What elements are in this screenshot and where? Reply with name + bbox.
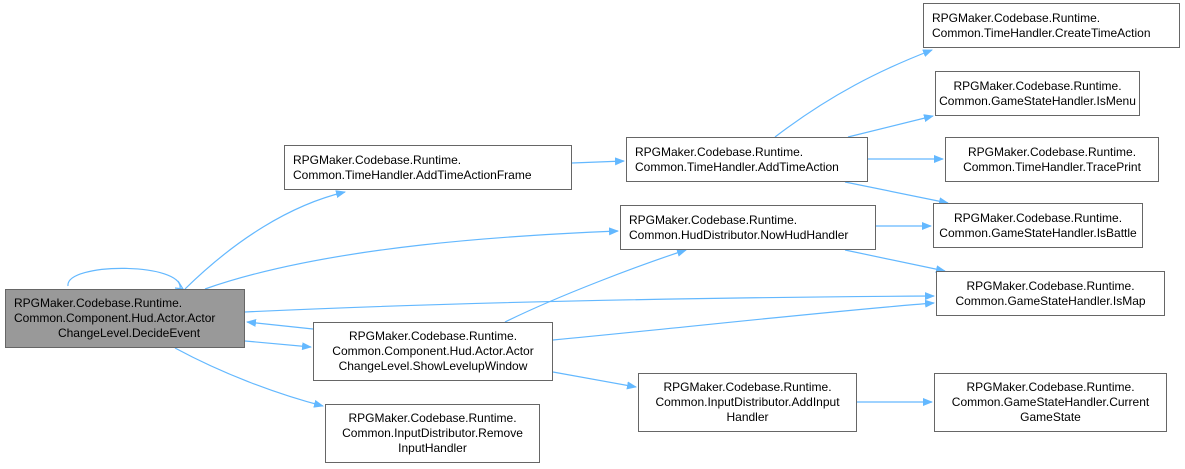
node-line: RPGMaker.Codebase.Runtime. <box>629 212 798 227</box>
node-line: RPGMaker.Codebase.Runtime. <box>663 380 832 394</box>
node-line: InputHandler <box>398 441 467 455</box>
edge-nowhud-to-ismap <box>844 249 946 274</box>
node-line: Handler <box>726 410 769 424</box>
node-add-time-action-frame[interactable]: RPGMaker.Codebase.Runtime. Common.TimeHa… <box>284 145 572 190</box>
node-trace-print[interactable]: RPGMaker.Codebase.Runtime. Common.TimeHa… <box>945 137 1159 182</box>
edge-decide-to-addframe <box>184 190 346 290</box>
edge-addaction-to-create <box>774 49 933 138</box>
node-create-time-action[interactable]: RPGMaker.Codebase.Runtime. Common.TimeHa… <box>923 3 1180 48</box>
node-current-game-state[interactable]: RPGMaker.Codebase.Runtime. Common.GameSt… <box>934 373 1167 432</box>
node-line: Common.TimeHandler.AddTimeAction <box>635 159 839 174</box>
node-is-battle[interactable]: RPGMaker.Codebase.Runtime. Common.GameSt… <box>933 203 1143 248</box>
node-line: RPGMaker.Codebase.Runtime. <box>953 78 1122 93</box>
node-line: Common.TimeHandler.TracePrint <box>963 159 1141 174</box>
node-line: RPGMaker.Codebase.Runtime. <box>348 329 518 343</box>
node-line: RPGMaker.Codebase.Runtime. <box>932 10 1101 25</box>
edge-decide-to-nowhud <box>204 227 619 290</box>
node-now-hud-handler[interactable]: RPGMaker.Codebase.Runtime. Common.HudDis… <box>620 205 876 250</box>
node-add-time-action[interactable]: RPGMaker.Codebase.Runtime. Common.TimeHa… <box>626 137 868 182</box>
node-line: RPGMaker.Codebase.Runtime. <box>293 152 462 167</box>
edge-decide-to-removeinput <box>174 347 324 408</box>
edge-addaction-to-ismenu <box>847 114 934 138</box>
node-line: Common.GameStateHandler.IsMenu <box>939 93 1136 108</box>
edge-addframe-to-addaction <box>571 157 625 166</box>
edge-showlevel-to-nowhud <box>504 248 687 323</box>
node-line: Common.TimeHandler.CreateTimeAction <box>932 25 1151 40</box>
node-line: Common.InputDistributor.AddInput <box>655 395 840 409</box>
node-line: ChangeLevel.DecideEvent <box>57 326 201 340</box>
edge-showlevel-to-addinput <box>552 371 637 390</box>
node-line: Common.Component.Hud.Actor.Actor <box>332 344 534 358</box>
edge-decide-to-decide <box>67 267 185 290</box>
node-line: Common.Component.Hud.Actor.Actor <box>14 311 216 325</box>
node-line: Common.TimeHandler.AddTimeActionFrame <box>293 167 532 182</box>
edge-decide-to-showlevel <box>244 340 312 351</box>
node-remove-input-handler[interactable]: RPGMaker.Codebase.Runtime. Common.InputD… <box>325 404 540 463</box>
node-line: RPGMaker.Codebase.Runtime. <box>348 411 517 425</box>
node-is-menu[interactable]: RPGMaker.Codebase.Runtime. Common.GameSt… <box>935 71 1140 116</box>
edge-addaction-to-isbattle <box>844 181 949 206</box>
node-show-levelup-window[interactable]: RPGMaker.Codebase.Runtime. Common.Compon… <box>313 322 553 381</box>
node-line: RPGMaker.Codebase.Runtime. <box>14 296 183 310</box>
node-is-map[interactable]: RPGMaker.Codebase.Runtime. Common.GameSt… <box>936 271 1165 316</box>
node-add-input-handler[interactable]: RPGMaker.Codebase.Runtime. Common.InputD… <box>638 373 857 432</box>
node-line: Common.GameStateHandler.Current <box>951 395 1150 409</box>
node-line: GameState <box>1020 410 1081 424</box>
edge-showlevel-to-ismap <box>552 299 935 341</box>
node-line: Common.HudDistributor.NowHudHandler <box>629 227 849 242</box>
edge-decide-to-ismap <box>244 292 935 313</box>
node-line: Common.InputDistributor.Remove <box>342 426 523 440</box>
edge-showlevel-to-decide <box>246 318 314 330</box>
node-line: RPGMaker.Codebase.Runtime. <box>953 210 1123 225</box>
node-line: RPGMaker.Codebase.Runtime. <box>967 144 1137 159</box>
node-line: RPGMaker.Codebase.Runtime. <box>966 380 1135 394</box>
node-line: RPGMaker.Codebase.Runtime. <box>966 278 1135 293</box>
node-line: ChangeLevel.ShowLevelupWindow <box>338 359 528 373</box>
node-decide-event[interactable]: RPGMaker.Codebase.Runtime. Common.Compon… <box>5 289 245 348</box>
node-line: Common.GameStateHandler.IsMap <box>955 293 1146 308</box>
node-line: RPGMaker.Codebase.Runtime. <box>635 144 804 159</box>
node-line: Common.GameStateHandler.IsBattle <box>939 225 1137 240</box>
